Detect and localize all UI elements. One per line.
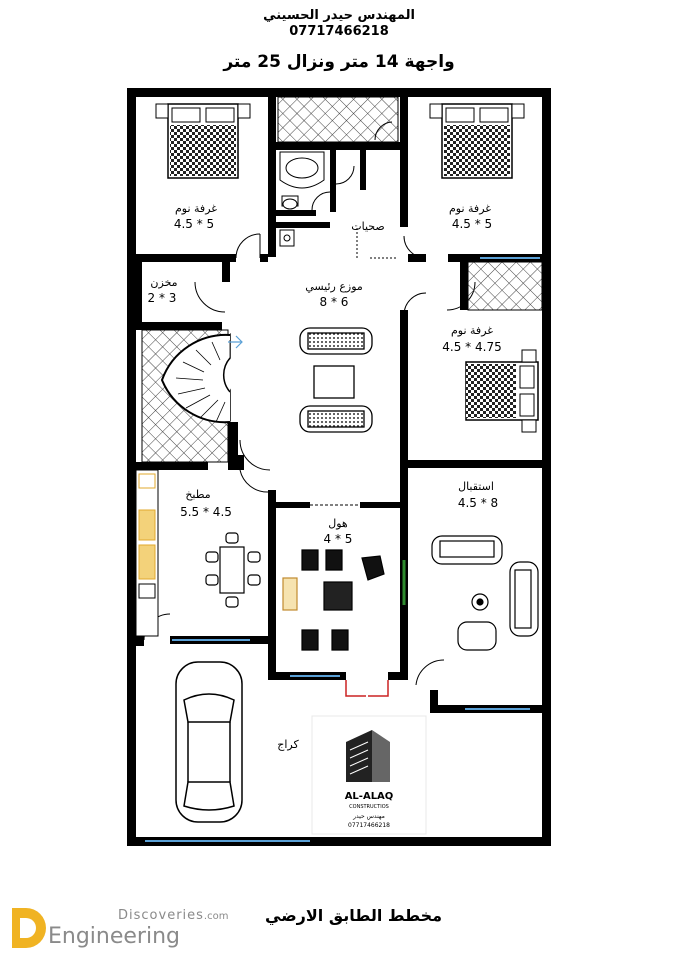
logo-sub: CONSTRUCTIOS [349,804,389,810]
bed-right [465,349,539,433]
hall-furniture [282,549,385,651]
label-bedroom-right: غرفة نوم [451,324,493,337]
label-bathrooms: صحيات [351,220,384,233]
dims-reception: 4.5 * 8 [458,496,498,510]
bed-top-right [429,103,525,179]
dims-kitchen: 5.5 * 4.5 [180,505,232,519]
dims-bedroom-right: 4.5 * 4.75 [442,340,501,354]
bathroom-fixtures [279,151,398,259]
company-logo: AL-ALAQ CONSTRUCTIOS مهندس حيدر 07717466… [311,715,427,835]
brand-engineering: Engineering [48,924,180,949]
dims-main-distributor: 8 * 6 [320,295,349,309]
floor-plan-title: مخطط الطابق الارضي [265,906,443,925]
dims-storage: 2 * 3 [148,291,177,305]
brand-site: Discoveries.com [118,908,229,923]
brand-logo-icon [12,908,46,948]
dims-bedroom-top-right: 4.5 * 5 [452,217,492,231]
bed-top-left [155,103,251,179]
reception-furniture [431,535,539,651]
label-reception: استقبال [458,480,494,493]
dims-bedroom-top-left: 4.5 * 5 [174,217,214,231]
exterior-walls [127,88,551,846]
logo-brand: AL-ALAQ [345,791,394,802]
discoveries-engineering-watermark: Discoveries.com Engineering [8,902,248,952]
engineer-phone: 07717466218 [289,24,389,39]
doors [143,121,476,686]
room-labels: غرفة نوم 4.5 * 5 غرفة نوم 4.5 * 5 صحيات … [148,202,502,751]
label-kitchen: مطبخ [185,488,210,501]
logo-phone: 07717466218 [348,822,390,829]
windows [145,257,540,842]
label-bedroom-top-right: غرفة نوم [449,202,491,215]
label-hall: هول [328,517,348,530]
light-well-top [277,96,399,143]
dining-table [205,532,261,608]
kitchen-counter [135,469,159,637]
label-garage: كراج [277,738,299,751]
distributor-furniture [299,327,373,433]
label-storage: مخزن [150,276,177,289]
main-entrance-door[interactable] [345,680,389,697]
label-bedroom-top-left: غرفة نوم [175,202,217,215]
logo-engineer: مهندس حيدر [352,813,385,820]
engineer-name: المهندس حيدر الحسيني [263,8,415,23]
light-well-right [467,261,543,311]
label-main-distributor: موزع رئيسي [305,280,363,293]
dims-hall: 4 * 5 [324,532,353,546]
staircase [141,329,243,463]
plot-title: واجهة 14 متر ونزال 25 متر [223,52,455,72]
car [175,661,243,823]
